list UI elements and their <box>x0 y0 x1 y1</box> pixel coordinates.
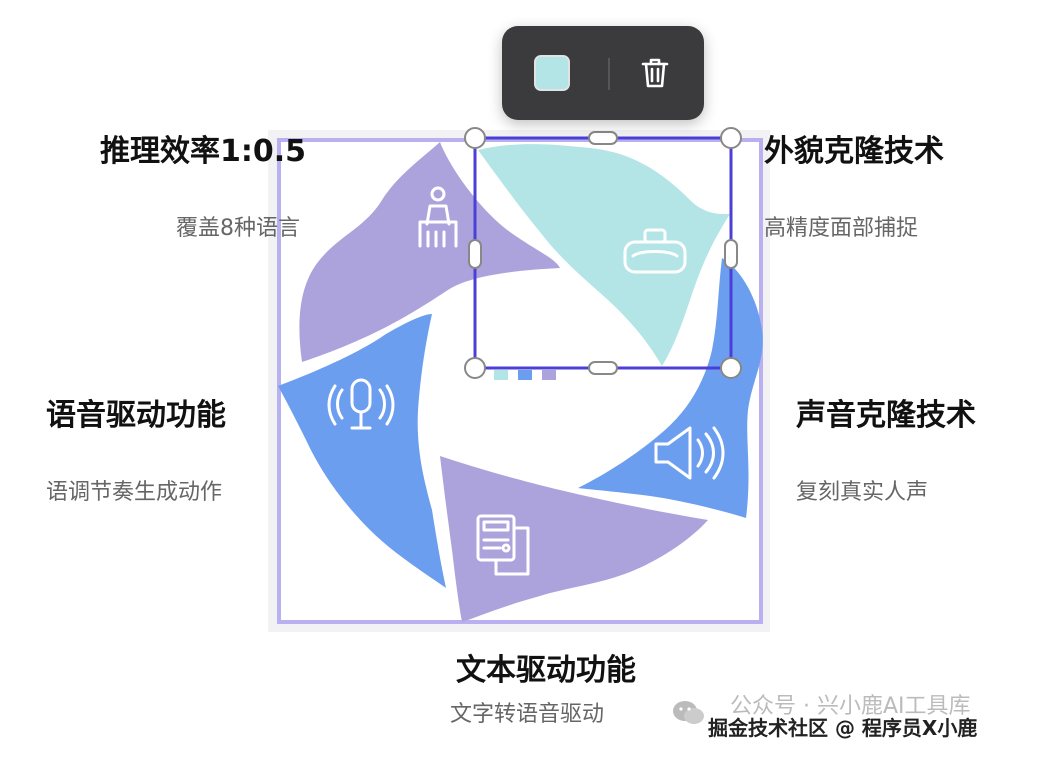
segment-cyan[interactable] <box>478 144 730 366</box>
toolbar-divider <box>608 58 610 90</box>
segment-blue-left[interactable] <box>278 314 446 588</box>
handle-bottom-left[interactable] <box>464 357 486 379</box>
label-sub-voice-drive: 语调节奏生成动作 <box>46 480 223 505</box>
label-sub-voice-clone: 复刻真实人声 <box>796 480 929 505</box>
watermark-text: 公众号 · 兴小鹿AI工具库 <box>730 694 971 719</box>
label-title-voice-clone: 声音克隆技术 <box>796 398 976 433</box>
handle-bottom-right[interactable] <box>720 357 742 379</box>
speaker-icon <box>654 426 725 480</box>
label-title-efficiency: 推理效率1:0.5 <box>100 134 307 169</box>
label-title-text-drive: 文本驱动功能 <box>456 653 636 688</box>
microphone-icon <box>327 378 395 430</box>
label-sub-efficiency: 覆盖8种语言 <box>176 216 300 241</box>
escalator-icon <box>418 186 458 248</box>
trash-icon[interactable] <box>638 56 672 90</box>
segment-purple-top[interactable] <box>299 142 560 362</box>
label-title-voice-drive: 语音驱动功能 <box>46 398 226 433</box>
segment-blue-right[interactable] <box>578 258 763 518</box>
handle-bottom[interactable] <box>588 361 618 375</box>
vr-headset-icon <box>623 228 687 274</box>
handle-right[interactable] <box>724 239 738 269</box>
wechat-icon <box>672 700 706 726</box>
segment-purple-bottom[interactable] <box>440 456 708 622</box>
handle-top[interactable] <box>588 131 618 145</box>
handle-top-left[interactable] <box>464 127 486 149</box>
label-sub-text-drive: 文字转语音驱动 <box>450 702 605 727</box>
handle-top-right[interactable] <box>720 127 742 149</box>
footer-credit: 掘金技术社区 @ 程序员X小鹿 <box>708 716 978 740</box>
floating-toolbar <box>502 26 704 120</box>
printer-icon <box>476 514 530 576</box>
label-sub-appearance: 高精度面部捕捉 <box>764 216 919 241</box>
label-title-appearance: 外貌克隆技术 <box>764 134 944 169</box>
color-swatch-button[interactable] <box>534 55 570 91</box>
handle-left[interactable] <box>468 239 482 269</box>
